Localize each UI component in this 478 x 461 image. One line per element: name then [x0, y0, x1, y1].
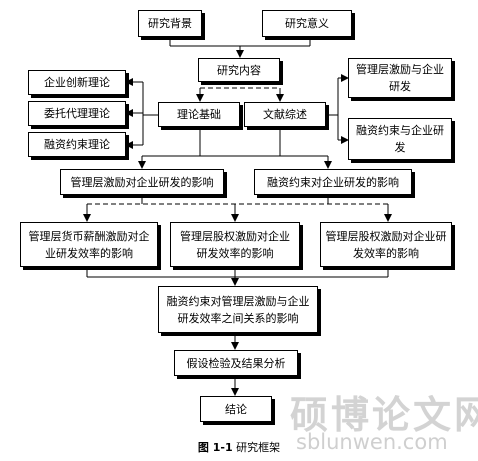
box-hypothesis-test: 假设检验及结果分析 — [174, 350, 298, 376]
box-agency-theory: 委托代理理论 — [28, 101, 126, 126]
box-cash-incentive-efficiency: 管理层货币薪酬激励对企业研发效率的影响 — [20, 222, 158, 267]
box-theory-basis: 理论基础 — [158, 102, 240, 127]
box-research-significance: 研究意义 — [262, 10, 352, 37]
box-equity-incentive-efficiency-2: 管理层股权激励对企业研发效率的影响 — [320, 222, 452, 267]
box-lit-incentive-rd: 管理层激励与企业研发 — [348, 58, 452, 98]
box-equity-incentive-efficiency-1: 管理层股权激励对企业研发效率的影响 — [170, 222, 300, 267]
watermark-chinese: 硕博论文网 — [290, 393, 478, 437]
box-financing-theory: 融资约束理论 — [28, 132, 126, 157]
watermark-url: sblunwen.com — [296, 430, 448, 454]
box-financing-effect: 融资约束对企业研发的影响 — [254, 169, 412, 195]
box-research-content: 研究内容 — [198, 58, 280, 82]
figure-title: 研究框架 — [236, 441, 281, 454]
box-incentive-effect: 管理层激励对企业研发的影响 — [60, 169, 224, 195]
figure-caption: 图 1-1 研究框架 — [0, 439, 478, 455]
box-innovation-theory: 企业创新理论 — [28, 70, 126, 95]
box-literature-review: 文献综述 — [244, 102, 326, 127]
box-conclusion: 结论 — [200, 396, 272, 422]
figure-number: 图 1-1 — [197, 441, 233, 454]
box-research-background: 研究背景 — [138, 10, 202, 37]
box-lit-financing-rd: 融资约束与企业研发 — [348, 118, 452, 160]
box-moderation-effect: 融资约束对管理层激励与企业研发效率之间关系的影响 — [158, 286, 318, 333]
